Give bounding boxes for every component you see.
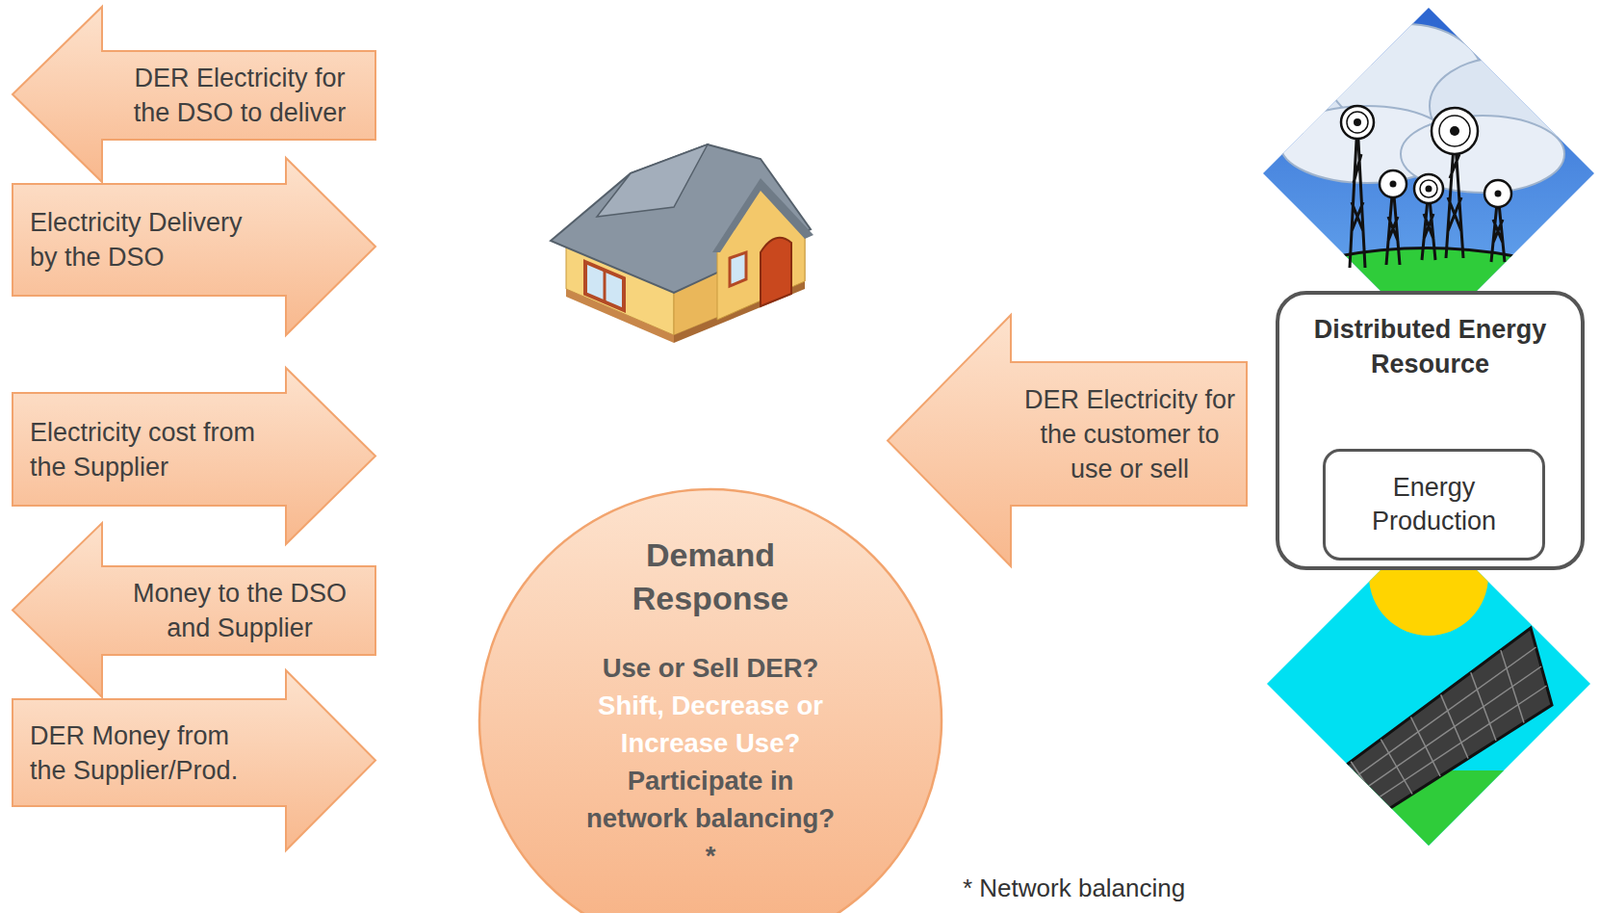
arrow-text: Electricity Delivery by the DSO (29, 205, 266, 275)
block-arrow-node: DER Money from the Supplier/Prod. (10, 668, 378, 852)
arrow-text: DER Money from the Supplier/Prod. (29, 718, 266, 788)
text-area: Distributed Energy Resource (1289, 311, 1572, 438)
panel-grid-line (1300, 646, 1537, 817)
panel-grid-line (1350, 761, 1385, 812)
arrow-text: DER Electricity for the DSO to deliver (119, 60, 361, 130)
node-text: Energy Production (1331, 470, 1537, 539)
circle-question: Use or Sell DER? (585, 648, 836, 687)
block-arrow-node: Electricity Delivery by the DSO (10, 155, 378, 337)
block-arrow-node: DER Electricity for the customer to use … (885, 312, 1249, 568)
text-area: DER Electricity for the DSO to deliver (119, 51, 361, 140)
block-arrow (887, 314, 1247, 567)
block-arrow-shape (10, 4, 378, 184)
block-arrow (12, 670, 376, 851)
block-arrow (12, 6, 376, 182)
text-area: Electricity Delivery by the DSO (29, 183, 266, 296)
panel-grid-line (1320, 783, 1357, 830)
block-arrow-node: Money to the DSO and Supplier (10, 520, 378, 699)
text-area: Money to the DSO and Supplier (119, 566, 361, 655)
text-area: Demand ResponseUse or Sell DER?Shift, De… (585, 533, 836, 900)
box-heading: Distributed Energy Resource (1289, 311, 1572, 382)
demand-response-circle (479, 489, 942, 913)
block-arrow (12, 367, 376, 544)
process-box: Energy Production (1322, 448, 1546, 561)
house-icon (550, 144, 814, 343)
circle-question: Participate in network balancing?* (585, 761, 836, 875)
text-area: Energy Production (1331, 455, 1537, 554)
circle-node: Demand ResponseUse or Sell DER?Shift, De… (477, 487, 944, 913)
block-arrow-node: Electricity cost from the Supplier (10, 365, 378, 546)
text-area: DER Money from the Supplier/Prod. (29, 698, 266, 806)
arrow-text: DER Electricity for the customer to use … (1018, 382, 1242, 487)
block-arrow-node: DER Electricity for the DSO to deliver (10, 4, 378, 184)
panel-grid-line (1310, 666, 1543, 827)
block-arrow (12, 522, 376, 697)
panel-grid-line (1318, 685, 1547, 837)
arrow-text: Money to the DSO and Supplier (119, 575, 361, 646)
circle-question: Shift, Decrease or Increase Use? (585, 686, 836, 762)
block-arrow (12, 157, 376, 336)
text-area: DER Electricity for the customer to use … (1018, 361, 1242, 506)
block-arrow-shape (10, 520, 378, 699)
footnote: * Network balancing (962, 872, 1186, 904)
arrow-text: Electricity cost from the Supplier (29, 414, 266, 485)
text-area: Electricity cost from the Supplier (29, 392, 266, 506)
circle-heading: Demand Response (585, 533, 836, 620)
resource-box: Distributed Energy ResourceEnergy Produc… (1275, 290, 1585, 570)
